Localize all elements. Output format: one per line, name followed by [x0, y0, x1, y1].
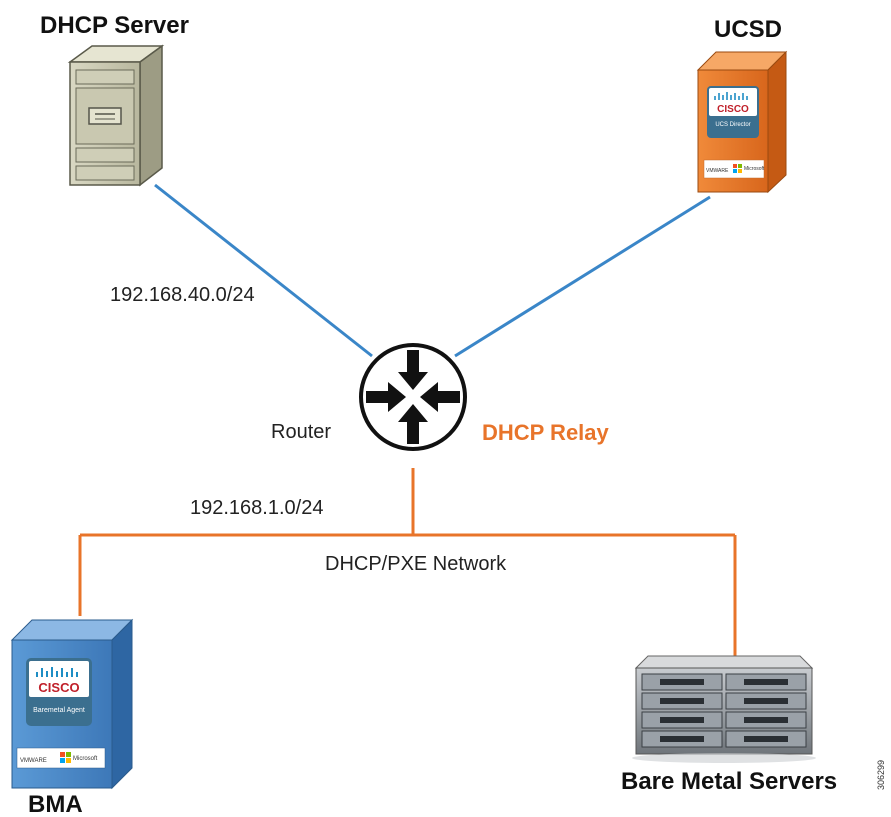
upper-subnet-label: 192.168.40.0/24 — [110, 284, 255, 306]
ucsd-label: UCSD — [714, 16, 782, 43]
ucsd-server-icon: cisco UCS Director VMWARE Microsoft — [696, 50, 788, 194]
ucsd-microsoft-tag: Microsoft — [744, 166, 765, 172]
link-ucsd-router — [454, 195, 711, 358]
bma-microsoft-logo — [60, 752, 71, 763]
dhcp-server-label: DHCP Server — [40, 12, 189, 39]
lower-subnet-label: 192.168.1.0/24 — [190, 497, 323, 519]
bma-microsoft-tag: Microsoft — [73, 756, 98, 762]
ucsd-vmware-tag: VMWARE — [706, 168, 729, 174]
bare-metal-servers-icon — [632, 655, 816, 763]
link-dhcp-server-router — [154, 183, 373, 358]
bare-metal-servers-label: Bare Metal Servers — [621, 768, 837, 795]
dhcp-pxe-network-label: DHCP/PXE Network — [325, 553, 507, 575]
bma-server-icon: cisco Baremetal Agent VMWARE Microsoft — [10, 618, 134, 790]
router-label: Router — [271, 421, 331, 443]
ucsd-product-text: UCS Director — [715, 122, 750, 128]
router-icon — [359, 343, 467, 451]
dhcp-server-icon — [67, 44, 165, 187]
bma-cisco-logo: cisco — [38, 680, 79, 695]
bma-product-text: Baremetal Agent — [33, 707, 85, 714]
ucsd-cisco-logo: cisco — [717, 104, 749, 115]
ucsd-microsoft-logo — [733, 164, 742, 173]
dhcp-pxe-network-lines — [78, 468, 737, 656]
figure-id: 306299 — [876, 760, 886, 790]
bma-vmware-tag: VMWARE — [20, 758, 47, 764]
bma-label: BMA — [28, 791, 83, 817]
dhcp-relay-label: DHCP Relay — [482, 420, 610, 445]
